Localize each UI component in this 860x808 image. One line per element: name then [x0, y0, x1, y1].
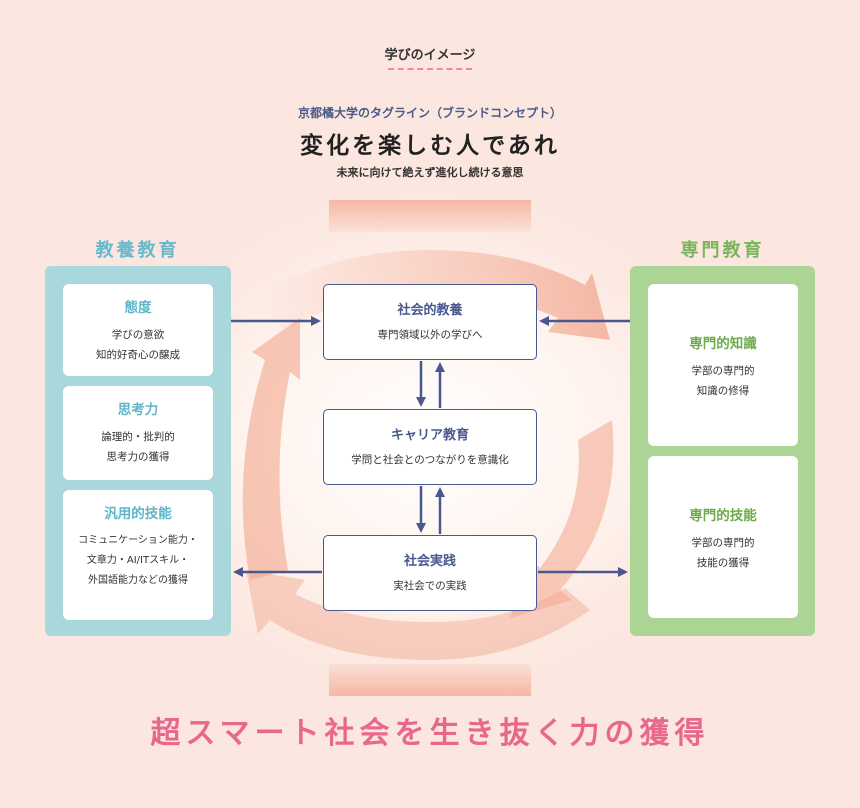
top-flow-bar [329, 200, 531, 232]
card-specialized-knowledge: 専門的知識 学部の専門的 知識の修得 [648, 284, 798, 446]
box-desc: 専門領域以外の学びへ [377, 329, 483, 341]
card-line: 論理的・批判的 [101, 431, 175, 443]
page-subtitle: 未来に向けて絶えず進化し続ける意思 [336, 166, 524, 179]
card-attitude: 態度 学びの意欲 知的好奇心の醸成 [63, 284, 213, 376]
dashed-underline [388, 68, 472, 70]
card-title: 専門的技能 [689, 508, 757, 524]
card-line: 学部の専門的 [691, 365, 755, 377]
tagline-label: 京都橘大学のタグライン（ブランドコンセプト） [297, 106, 562, 120]
card-line: 学びの意欲 [111, 329, 165, 341]
box-desc: 実社会での実践 [393, 580, 467, 592]
card-specialized-skills: 専門的技能 学部の専門的 技能の獲得 [648, 456, 798, 618]
box-social-practice: 社会実践 実社会での実践 [323, 535, 537, 611]
bottom-flow-bar [329, 664, 531, 696]
card-line: 学部の専門的 [691, 537, 755, 549]
card-line: 外国語能力などの獲得 [88, 575, 188, 586]
page-title: 変化を楽しむ人であれ [300, 133, 560, 159]
box-career-education: キャリア教育 学問と社会とのつながりを意識化 [323, 409, 537, 485]
card-line: 知的好奇心の醸成 [96, 349, 180, 361]
card-title: 態度 [124, 300, 152, 316]
footer-headline: 超スマート社会を生き抜く力の獲得 [150, 716, 710, 751]
card-title: 思考力 [117, 402, 159, 418]
box-title: 社会実践 [403, 554, 456, 569]
card-line: 知識の修得 [696, 385, 750, 397]
card-title: 汎用的技能 [104, 506, 172, 522]
card-title: 専門的知識 [689, 336, 757, 352]
card-line: 思考力の獲得 [106, 451, 170, 463]
card-line: コミュニケーション能力・ [78, 535, 198, 546]
card-thinking: 思考力 論理的・批判的 思考力の獲得 [63, 386, 213, 480]
flow-arc-top [250, 250, 610, 340]
section-label: 学びのイメージ [384, 48, 476, 63]
flow-arc-bottom [246, 570, 590, 660]
box-title: キャリア教育 [390, 428, 469, 443]
card-line: 文章力・AI/ITスキル・ [86, 555, 190, 566]
right-column-title: 専門教育 [680, 240, 765, 261]
box-desc: 学問と社会とのつながりを意識化 [351, 454, 509, 466]
flow-arc-left [242, 318, 300, 580]
card-line: 技能の獲得 [696, 557, 750, 569]
left-column-title: 教養教育 [95, 240, 180, 261]
box-social-culture: 社会的教養 専門領域以外の学びへ [323, 284, 537, 360]
box-title: 社会的教養 [397, 303, 463, 318]
card-generic-skills: 汎用的技能 コミュニケーション能力・ 文章力・AI/ITスキル・ 外国語能力など… [63, 490, 213, 620]
